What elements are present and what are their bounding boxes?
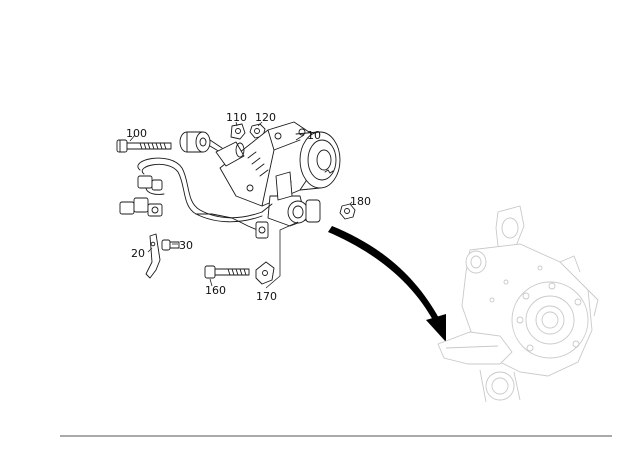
part-20-bracket[interactable]	[145, 233, 161, 279]
callout-labels: 10 20 30 100 110 120 160 170 180	[126, 111, 371, 303]
part-bushing[interactable]	[179, 131, 223, 153]
harness-connector-c[interactable]	[137, 175, 163, 191]
location-arrow	[328, 226, 446, 342]
callout-10: 10	[307, 129, 321, 142]
callout-180: 180	[350, 195, 371, 208]
wiring-harness[interactable]	[119, 157, 273, 239]
callout-20: 20	[131, 247, 145, 260]
leader-lines	[129, 121, 353, 289]
harness-connector-b[interactable]	[147, 203, 163, 217]
harness-connector-a[interactable]	[119, 197, 149, 215]
callout-170: 170	[256, 290, 277, 303]
part-110-washer[interactable]	[230, 123, 246, 140]
part-30-screw[interactable]	[161, 239, 180, 251]
part-160-bolt[interactable]	[204, 265, 250, 279]
callout-120: 120	[255, 111, 276, 124]
callout-30: 30	[179, 239, 193, 252]
part-170-clip[interactable]	[255, 261, 275, 285]
callout-160: 160	[205, 284, 226, 297]
callout-100: 100	[126, 127, 147, 140]
part-10-actuator-assembly[interactable]	[215, 121, 341, 227]
part-100-bolt[interactable]	[116, 139, 172, 153]
callout-110: 110	[226, 111, 247, 124]
steering-knuckle-reference	[437, 205, 599, 403]
